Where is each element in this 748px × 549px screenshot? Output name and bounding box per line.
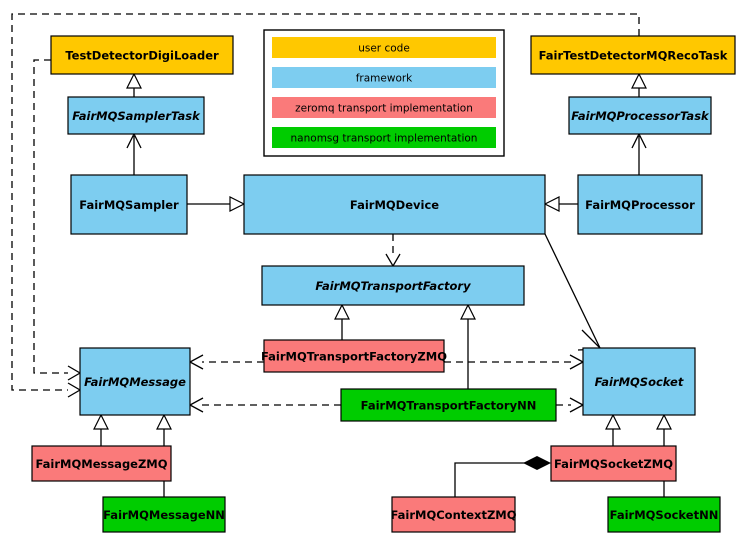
class-node-FairMQSocketNN[interactable]: FairMQSocketNN <box>607 496 721 533</box>
class-label-FairMQSocketZMQ: FairMQSocketZMQ <box>554 457 673 471</box>
class-label-FairMQSamplerTask: FairMQSamplerTask <box>72 109 201 123</box>
class-node-FairMQTransportFactory[interactable]: FairMQTransportFactory <box>261 265 525 306</box>
edge-processor-to-processortask <box>631 132 647 175</box>
class-label-FairMQContextZMQ: FairMQContextZMQ <box>390 508 516 522</box>
legend-swatch-2 <box>272 97 496 118</box>
class-label-FairMQTransportFactory: FairMQTransportFactory <box>315 279 471 293</box>
edge-socketzmq-composition-contextzmq <box>454 456 551 497</box>
class-label-FairMQProcessor: FairMQProcessor <box>585 198 695 212</box>
nodes-layer: TestDetectorDigiLoader FairTestDetectorMQ… <box>31 35 736 533</box>
class-box-FairTestDetectorMQRecoTask[interactable] <box>530 35 736 75</box>
edge-processor-to-device <box>543 196 578 212</box>
class-label-FairMQTransportFactoryNN: FairMQTransportFactoryNN <box>361 399 537 413</box>
edge-tfzmq-to-transportfactory <box>334 303 350 340</box>
edge-socketzmq-to-socket <box>605 413 621 446</box>
edge-sampler-to-samplertask <box>126 132 142 175</box>
edge-device-to-socket <box>544 233 603 351</box>
class-box-FairMQSamplerTask[interactable] <box>67 96 205 135</box>
class-node-FairMQDevice[interactable]: FairMQDevice <box>243 174 546 235</box>
edge-messagezmq-to-message <box>93 413 109 446</box>
edge-sampler-to-device <box>187 196 246 212</box>
legend-label-0: user code <box>358 43 410 55</box>
class-node-FairMQSampler[interactable]: FairMQSampler <box>70 174 188 235</box>
legend-item-0: user code <box>272 37 496 58</box>
legend-label-3: nanomsg transport implementation <box>291 133 478 145</box>
class-box-FairMQSocket[interactable] <box>582 347 696 416</box>
class-box-FairMQProcessor[interactable] <box>577 174 703 235</box>
legend-item-1: framework <box>272 67 496 88</box>
class-node-FairMQProcessorTask[interactable]: FairMQProcessorTask <box>568 96 712 135</box>
legend-item-2: zeromq transport implementation <box>272 97 496 118</box>
class-box-FairMQSampler[interactable] <box>70 174 188 235</box>
edge-samplertask-to-digiloader <box>126 72 142 97</box>
class-label-FairTestDetectorMQRecoTask: FairTestDetectorMQRecoTask <box>539 49 728 63</box>
class-label-FairMQDevice: FairMQDevice <box>350 198 439 212</box>
class-node-FairTestDetectorMQRecoTask[interactable]: FairTestDetectorMQRecoTask <box>530 35 736 75</box>
class-label-FairMQMessageZMQ: FairMQMessageZMQ <box>35 457 167 471</box>
class-node-FairMQMessageNN[interactable]: FairMQMessageNN <box>102 496 226 533</box>
class-node-FairMQMessageZMQ[interactable]: FairMQMessageZMQ <box>31 445 172 482</box>
class-node-FairMQMessage[interactable]: FairMQMessage <box>79 347 191 416</box>
class-node-FairMQTransportFactoryNN[interactable]: FairMQTransportFactoryNN <box>340 388 557 422</box>
class-label-TestDetectorDigiLoader: TestDetectorDigiLoader <box>65 49 219 63</box>
class-box-FairMQMessageZMQ[interactable] <box>31 445 172 482</box>
legend-swatch-0 <box>272 37 496 58</box>
class-node-TestDetectorDigiLoader[interactable]: TestDetectorDigiLoader <box>50 35 234 75</box>
legend: user code framework zeromq transport imple… <box>263 29 505 157</box>
edge-tfnn-to-transportfactory <box>460 303 476 389</box>
class-label-FairMQTransportFactoryZMQ: FairMQTransportFactoryZMQ <box>261 350 447 364</box>
class-box-FairMQSocketZMQ[interactable] <box>550 445 677 482</box>
class-node-FairMQSamplerTask[interactable]: FairMQSamplerTask <box>67 96 205 135</box>
class-label-FairMQMessageNN: FairMQMessageNN <box>103 508 225 522</box>
class-label-FairMQProcessorTask: FairMQProcessorTask <box>571 109 710 123</box>
edge-tfnn-to-socket <box>556 397 585 413</box>
class-node-FairMQContextZMQ[interactable]: FairMQContextZMQ <box>390 496 517 533</box>
edge-tfzmq-to-message <box>188 354 264 370</box>
class-box-FairMQProcessorTask[interactable] <box>568 96 712 135</box>
class-node-FairMQTransportFactoryZMQ[interactable]: FairMQTransportFactoryZMQ <box>261 339 447 373</box>
legend-label-2: zeromq transport implementation <box>295 103 473 115</box>
edge-processortask-to-recotask <box>631 72 647 97</box>
class-box-FairMQSocketNN[interactable] <box>607 496 721 533</box>
class-box-FairMQMessageNN[interactable] <box>102 496 226 533</box>
class-node-FairMQSocket[interactable]: FairMQSocket <box>582 347 696 416</box>
edge-tfzmq-to-socket <box>444 354 585 370</box>
edge-device-to-transportfactory <box>385 234 401 268</box>
class-box-FairMQTransportFactoryZMQ[interactable] <box>263 339 445 373</box>
class-box-FairMQContextZMQ[interactable] <box>391 496 516 533</box>
legend-swatch-3 <box>272 127 496 148</box>
class-label-FairMQMessage: FairMQMessage <box>84 375 186 389</box>
class-label-FairMQSampler: FairMQSampler <box>79 198 179 212</box>
class-label-FairMQSocket: FairMQSocket <box>595 375 684 389</box>
class-node-FairMQSocketZMQ[interactable]: FairMQSocketZMQ <box>550 445 677 482</box>
class-box-TestDetectorDigiLoader[interactable] <box>50 35 234 75</box>
class-label-FairMQSocketNN: FairMQSocketNN <box>610 508 719 522</box>
legend-label-1: framework <box>356 73 413 85</box>
legend-item-3: nanomsg transport implementation <box>272 127 496 148</box>
class-node-FairMQProcessor[interactable]: FairMQProcessor <box>577 174 703 235</box>
class-box-FairMQTransportFactoryNN[interactable] <box>340 388 557 422</box>
class-box-FairMQDevice[interactable] <box>243 174 546 235</box>
class-box-FairMQTransportFactory[interactable] <box>261 265 525 306</box>
edge-tfnn-to-message <box>188 397 341 413</box>
class-box-FairMQMessage[interactable] <box>79 347 191 416</box>
legend-swatch-1 <box>272 67 496 88</box>
